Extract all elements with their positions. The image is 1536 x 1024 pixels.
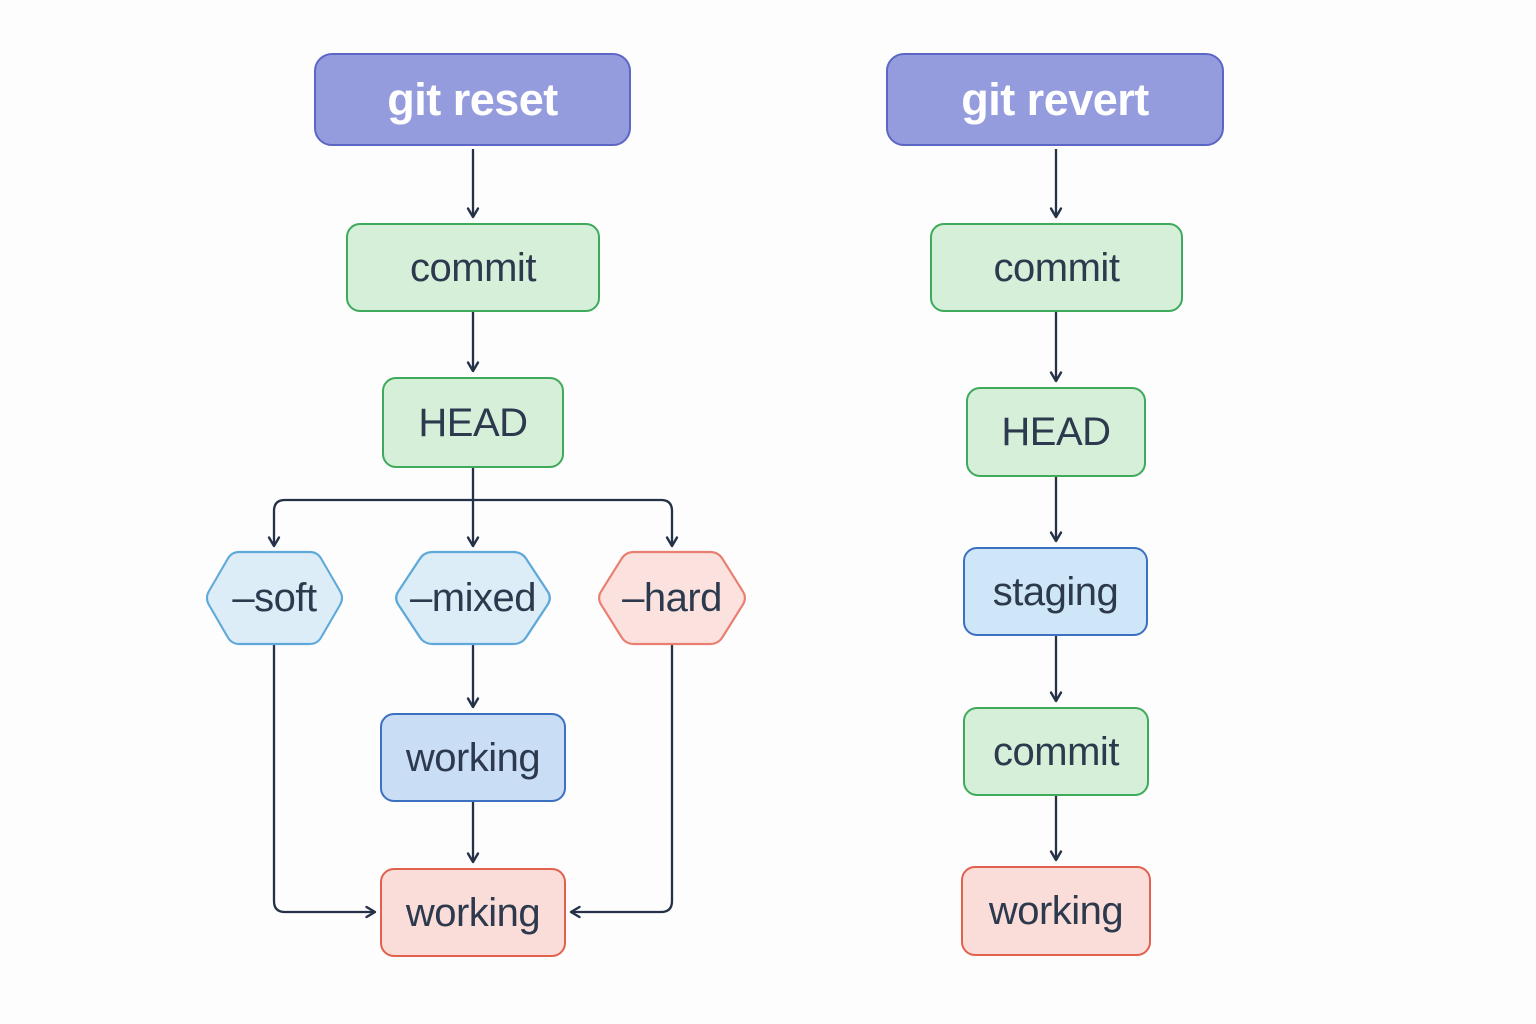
reset-head-node: HEAD <box>382 377 564 468</box>
node-label: git reset <box>387 74 558 125</box>
node-label: working <box>988 889 1124 933</box>
revert-working-directory-node: working <box>961 866 1151 956</box>
node-label: –soft <box>232 576 317 620</box>
soft-flag-hexagon: –soft <box>205 550 344 646</box>
edge-head-to-soft <box>267 498 473 548</box>
node-label: HEAD <box>418 400 528 445</box>
node-label: staging <box>992 569 1119 614</box>
reset-working-directory-node: working <box>380 868 566 957</box>
git-revert-title-node: git revert <box>886 53 1224 146</box>
node-label: commit <box>993 729 1119 774</box>
revert-commit-mid-node: commit <box>963 707 1149 796</box>
edge-head-to-hard <box>473 498 679 548</box>
edge-hard-to-working <box>569 644 674 919</box>
git-reset-title-node: git reset <box>314 53 631 146</box>
revert-commit-top-node: commit <box>930 223 1183 312</box>
node-label: commit <box>410 245 536 290</box>
hard-flag-hexagon: –hard <box>597 550 747 646</box>
reset-commit-node: commit <box>346 223 600 312</box>
node-label: –mixed <box>410 576 536 620</box>
revert-staging-node: staging <box>963 547 1148 636</box>
node-label: git revert <box>961 74 1149 125</box>
reset-working-staging-node: working <box>380 713 566 802</box>
node-label: –hard <box>622 576 722 620</box>
node-label: HEAD <box>1001 410 1111 454</box>
revert-head-node: HEAD <box>966 387 1146 477</box>
mixed-flag-hexagon: –mixed <box>394 550 552 646</box>
node-label: working <box>405 735 541 780</box>
node-label: commit <box>993 245 1120 290</box>
edge-soft-to-working <box>272 644 377 919</box>
node-label: working <box>405 890 541 935</box>
